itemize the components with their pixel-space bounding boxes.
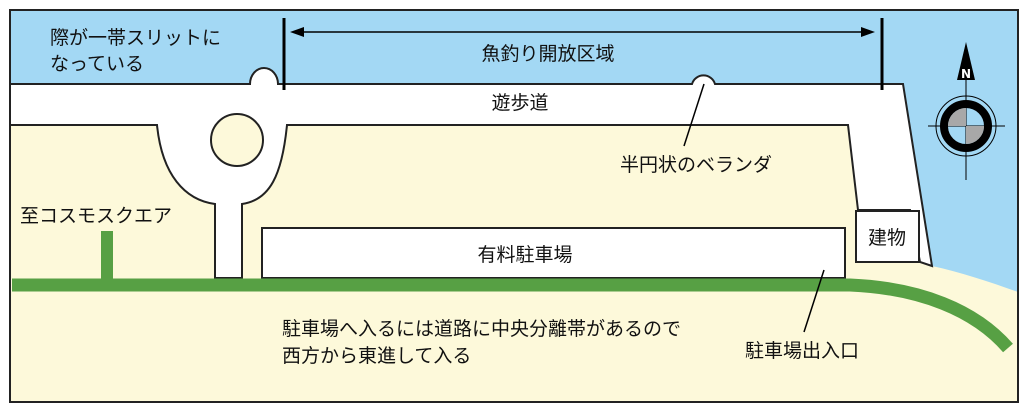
parking-note-line1: 駐車場へ入るには道路に中央分離帯があるので bbox=[282, 318, 681, 340]
parking-note-line2: 西方から東進して入る bbox=[282, 345, 471, 367]
building bbox=[855, 210, 920, 263]
promenade-label: 遊歩道 bbox=[491, 92, 548, 114]
fishing-area-label: 魚釣り開放区域 bbox=[481, 43, 614, 65]
compass-icon: N bbox=[928, 42, 1005, 180]
parking-entrance-label: 駐車場出入口 bbox=[745, 340, 859, 362]
slit-note-line1: 際が一帯スリットに bbox=[50, 27, 221, 49]
parking-label: 有料駐車場 bbox=[477, 244, 572, 266]
arrow-head-left-icon bbox=[290, 27, 304, 37]
plaza-circle bbox=[210, 113, 264, 167]
water-top bbox=[10, 10, 1018, 292]
road bbox=[12, 278, 1013, 353]
to-cosmo-square-label: 至コスモスクエア bbox=[20, 205, 172, 227]
veranda-leader-line bbox=[683, 83, 705, 147]
arrow-head-right-icon bbox=[861, 27, 875, 37]
entrance-leader-line bbox=[803, 269, 825, 333]
map-frame bbox=[9, 9, 1019, 403]
veranda-label: 半円状のベランダ bbox=[620, 154, 772, 176]
compass-north-label: N bbox=[961, 67, 971, 81]
building-label: 建物 bbox=[868, 227, 906, 249]
slit-note-line2: なっている bbox=[50, 53, 144, 75]
parking-lot bbox=[261, 227, 846, 279]
